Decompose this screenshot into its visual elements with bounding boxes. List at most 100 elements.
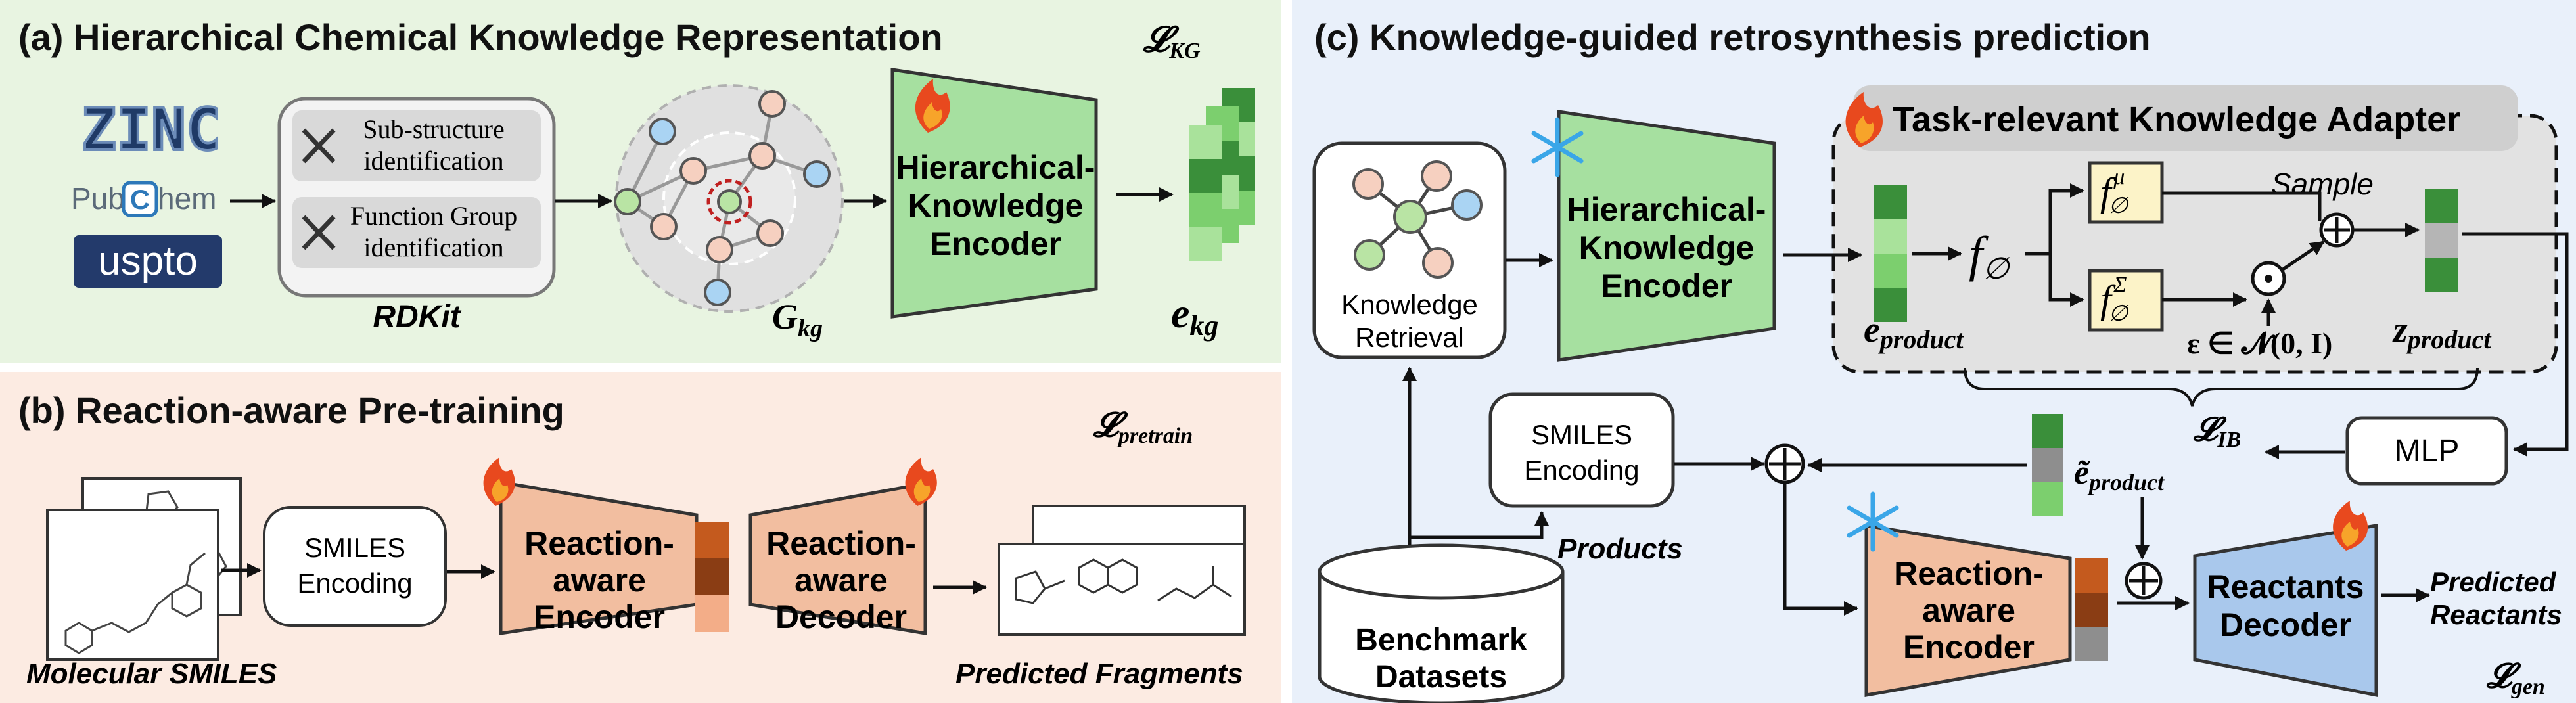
svg-text:Retrieval: Retrieval bbox=[1355, 322, 1464, 353]
e-tilde-product-vector bbox=[2032, 414, 2063, 516]
svg-text:Knowledge: Knowledge bbox=[1341, 289, 1478, 320]
z-product-label: zproduct bbox=[2392, 309, 2492, 354]
svg-text:Benchmark: Benchmark bbox=[1355, 623, 1527, 658]
molecular-smiles-label: Molecular SMILES bbox=[26, 658, 277, 690]
wrench-icon-2 bbox=[302, 215, 336, 250]
svg-text:uspto: uspto bbox=[98, 238, 198, 284]
svg-text:Reaction-: Reaction- bbox=[524, 525, 674, 562]
gen-loss-label: 𝓛gen bbox=[2486, 658, 2545, 699]
rdkit-item-1-line1: Sub-structure bbox=[363, 114, 505, 144]
svg-text:SMILES: SMILES bbox=[1531, 419, 1632, 450]
predicted-reactants-label-1: Predicted bbox=[2430, 566, 2557, 597]
graph-node bbox=[704, 279, 731, 306]
odot-to-sum-line bbox=[2282, 240, 2325, 271]
svg-text:aware: aware bbox=[553, 562, 646, 599]
svg-text:Encoder: Encoder bbox=[534, 599, 665, 635]
svg-text:Reaction-: Reaction- bbox=[766, 525, 916, 562]
elementwise-product-operator bbox=[2251, 261, 2286, 296]
svg-text:Reactants: Reactants bbox=[2207, 568, 2364, 605]
svg-text:Encoder: Encoder bbox=[930, 225, 1061, 262]
sum-operator bbox=[2319, 212, 2355, 248]
panel-a-loss-sub: KG bbox=[1168, 39, 1201, 63]
fragment-embedding-b bbox=[695, 522, 729, 632]
graph-label: Gkg bbox=[772, 297, 823, 342]
wrench-icon bbox=[302, 128, 336, 164]
svg-text:Pub: Pub bbox=[71, 181, 125, 215]
snowflake-icon bbox=[1531, 117, 1584, 177]
f-mu-box bbox=[2088, 161, 2164, 224]
reaction-embedding-vector bbox=[2075, 558, 2108, 661]
graph-node bbox=[717, 189, 742, 214]
graph-node bbox=[748, 142, 776, 170]
svg-text:Datasets: Datasets bbox=[1375, 660, 1507, 694]
panel-b-loss: 𝓛pretrain bbox=[1093, 407, 1193, 448]
e-product-vector bbox=[1874, 185, 1907, 322]
predicted-reactants-label-2: Reactants bbox=[2430, 599, 2562, 630]
svg-text:f∅μ: f∅μ bbox=[2100, 165, 2129, 218]
products-label: Products bbox=[1557, 533, 1683, 565]
fire-icon bbox=[2333, 501, 2368, 551]
e-product-label: eproduct bbox=[1864, 309, 1964, 354]
predicted-fragments-label: Predicted Fragments bbox=[955, 658, 1243, 690]
panel-b-title: (b) Reaction-aware Pre-training bbox=[18, 390, 564, 431]
graph-node bbox=[803, 160, 831, 188]
graph-node bbox=[650, 213, 678, 240]
svg-text:Knowledge: Knowledge bbox=[1579, 229, 1755, 266]
molecular-smiles-images bbox=[46, 477, 242, 661]
svg-text:ZINC: ZINC bbox=[81, 96, 221, 164]
rdkit-item-function-group bbox=[292, 197, 541, 268]
adapter-title: Task-relevant Knowledge Adapter bbox=[1893, 100, 2460, 139]
graph-node bbox=[758, 90, 786, 118]
rdkit-item-1-line2: identification bbox=[363, 146, 503, 175]
mu-to-sum-line bbox=[2162, 191, 2322, 221]
svg-text:SMILES: SMILES bbox=[304, 532, 405, 563]
smiles-encoding-box-b bbox=[263, 506, 447, 627]
reaction-aware-encoder-b: Reaction- aware Encoder bbox=[483, 457, 699, 635]
snowflake-icon bbox=[1847, 491, 1899, 552]
fusion-operator bbox=[2125, 562, 2163, 600]
panel-a: (a) Hierarchical Chemical Knowledge Repr… bbox=[0, 0, 1281, 363]
svg-text:Encoder: Encoder bbox=[1903, 629, 2035, 666]
knowledge-graph bbox=[614, 84, 844, 313]
f-sigma-box bbox=[2088, 269, 2164, 332]
reaction-aware-encoder-c: Reaction- aware Encoder bbox=[1847, 491, 2072, 697]
predicted-fragment-images bbox=[998, 505, 1246, 636]
pubchem-c-badge bbox=[122, 181, 158, 217]
datasets-to-smiles-line bbox=[1410, 511, 1549, 539]
smiles-encoding-box-c bbox=[1488, 392, 1675, 508]
ib-brace bbox=[1964, 367, 2479, 407]
svg-text:hem: hem bbox=[158, 181, 216, 215]
fire-icon bbox=[483, 457, 515, 506]
panel-c: (c) Knowledge-guided retrosynthesis pred… bbox=[1292, 0, 2576, 703]
graph-node bbox=[649, 118, 676, 145]
svg-text:Encoder: Encoder bbox=[1601, 267, 1732, 304]
fire-icon bbox=[1845, 92, 1883, 147]
source-zinc-logo: ZINC bbox=[80, 95, 222, 165]
z-to-mlp-line bbox=[2462, 232, 2569, 457]
knowledge-embedding-stack bbox=[1189, 88, 1255, 261]
svg-text:aware: aware bbox=[1922, 592, 2015, 629]
graph-node bbox=[756, 219, 784, 247]
panel-a-title: (a) Hierarchical Chemical Knowledge Repr… bbox=[18, 16, 943, 58]
reactants-decoder: Reactants Decoder bbox=[2193, 501, 2378, 698]
svg-text:Reaction-: Reaction- bbox=[1894, 555, 2044, 592]
hierarchical-knowledge-encoder-c: Hierarchical- Knowledge Encoder bbox=[1531, 110, 1776, 362]
rdkit-item-2-line1: Function Group bbox=[350, 201, 517, 231]
benchmark-datasets-cylinder: Benchmark Datasets bbox=[1318, 543, 1565, 703]
mlp-box bbox=[2345, 416, 2508, 486]
rdkit-label: RDKit bbox=[373, 300, 461, 334]
fire-icon bbox=[905, 457, 937, 506]
knowledge-graph-icon bbox=[1352, 160, 1483, 279]
rdkit-item-2-line2: identification bbox=[363, 233, 503, 262]
source-uspto-logo: uspto bbox=[74, 235, 222, 288]
panel-c-title: (c) Knowledge-guided retrosynthesis pred… bbox=[1314, 16, 2151, 58]
rdkit-item-substructure bbox=[292, 110, 541, 181]
sample-label: Sample bbox=[2271, 167, 2374, 201]
svg-text:Encoding: Encoding bbox=[297, 568, 412, 599]
svg-text:aware: aware bbox=[794, 562, 888, 599]
fire-icon bbox=[915, 79, 950, 133]
z-product-vector bbox=[2425, 189, 2458, 292]
hierarchical-knowledge-encoder-a: Hierarchical- Knowledge Encoder bbox=[890, 68, 1098, 319]
reaction-aware-decoder-b: Reaction- aware Decoder bbox=[748, 457, 937, 635]
graph-node bbox=[706, 236, 733, 263]
